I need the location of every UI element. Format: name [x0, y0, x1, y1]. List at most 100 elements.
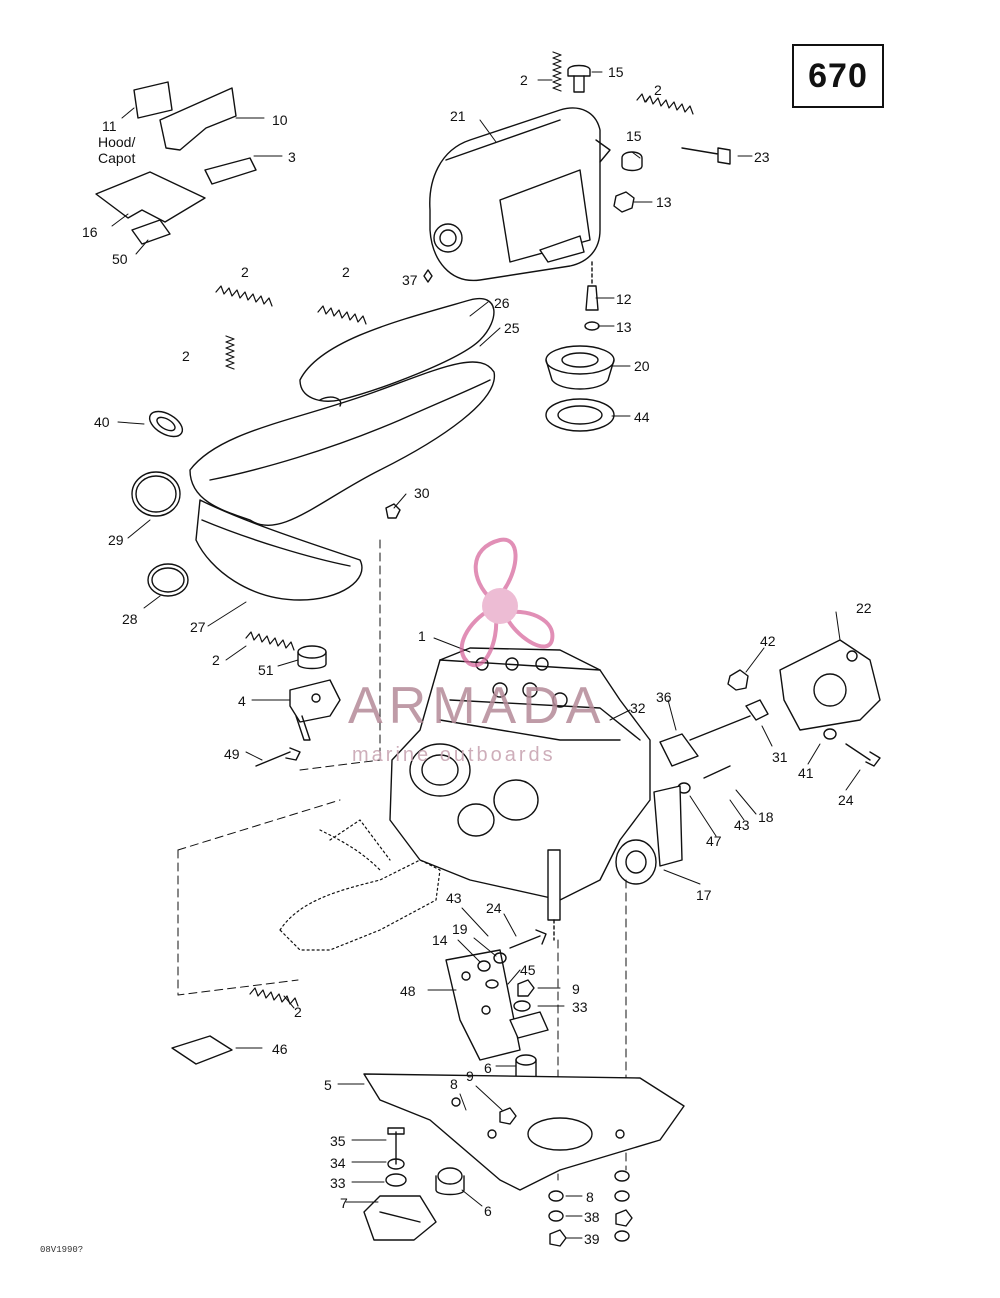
callout-label: 4 — [238, 693, 246, 709]
nut-13 — [613, 191, 635, 213]
callout-label: 28 — [122, 611, 138, 627]
callout-label: 9 — [572, 981, 580, 997]
watermark-propeller-icon — [459, 537, 555, 668]
callout-label: 25 — [504, 320, 520, 336]
callout-label: 51 — [258, 662, 274, 678]
drawing-code: 08V1990? — [40, 1245, 84, 1255]
watermark-brand: ARMADA — [348, 677, 607, 735]
spring-icon — [215, 51, 694, 1007]
bumper-icon — [567, 64, 643, 172]
nut-42 — [727, 669, 749, 691]
nut-39 — [549, 1229, 567, 1247]
callout-label: 37 — [402, 272, 418, 288]
callout-label: 32 — [630, 700, 646, 716]
callout-label: 13 — [616, 319, 632, 335]
foot-7 — [363, 1195, 437, 1241]
hood-label-line1: Hood/ — [98, 134, 136, 150]
nut-30 — [385, 503, 401, 519]
callout-label: 38 — [584, 1209, 600, 1225]
clamp-40 — [148, 410, 184, 438]
screw-37 — [423, 269, 433, 283]
watermark-tagline: marine outboards — [352, 744, 556, 766]
hood-label-line2: Capot — [98, 150, 136, 166]
support-plate-5 — [363, 1073, 685, 1191]
callout-label: 7 — [340, 1195, 348, 1211]
callout-label: 2 — [182, 348, 190, 364]
callout-label: 45 — [520, 962, 536, 978]
callout-label: 34 — [330, 1155, 346, 1171]
washer-33 — [513, 1000, 531, 1012]
callout-label: 15 — [608, 64, 624, 80]
rubber-mount-6b — [435, 1167, 465, 1196]
tuned-pipe — [189, 297, 495, 601]
callout-label: 2 — [294, 1004, 302, 1020]
bolt-24 — [845, 743, 881, 767]
bolt-18 — [703, 765, 731, 779]
callout-label: 20 — [634, 358, 650, 374]
bolt-36 — [659, 699, 769, 767]
callout-label: 15 — [626, 128, 642, 144]
callout-label: 3 — [288, 149, 296, 165]
callout-label: 27 — [190, 619, 206, 635]
callout-label: 30 — [414, 485, 430, 501]
washer-19 — [493, 952, 507, 964]
washer-45 — [485, 979, 499, 989]
grommet-20 — [545, 345, 615, 390]
page-number: 670 — [808, 56, 868, 95]
callout-label: 40 — [94, 414, 110, 430]
callout-label: 9 — [466, 1068, 474, 1084]
plate-17 — [653, 785, 683, 867]
bolt-24b — [509, 929, 547, 949]
callout-label: 2 — [342, 264, 350, 280]
pad-46 — [171, 1035, 233, 1065]
callout-label: 23 — [754, 149, 770, 165]
callout-label: 5 — [324, 1077, 332, 1093]
callout-label: 1 — [418, 628, 426, 644]
bolt-23 — [681, 147, 731, 165]
callout-label: 24 — [486, 900, 502, 916]
washer-34 — [387, 1158, 405, 1170]
callout-label: 33 — [572, 999, 588, 1015]
bolt-49 — [255, 747, 301, 767]
callout-label: 35 — [330, 1133, 346, 1149]
callout-label: 48 — [400, 983, 416, 999]
callout-label: 22 — [856, 600, 872, 616]
mount-bracket-48 — [445, 949, 521, 1061]
callout-label: 16 — [82, 224, 98, 240]
callout-label: 50 — [112, 251, 128, 267]
hood-label: Hood/ Capot — [98, 134, 135, 166]
callout-label: 19 — [452, 921, 468, 937]
callout-label: 10 — [272, 112, 288, 128]
nut-9b — [499, 1107, 517, 1125]
callout-label: 43 — [446, 890, 462, 906]
callout-label: 8 — [450, 1076, 458, 1092]
callout-label: 21 — [450, 108, 466, 124]
washer-14 — [477, 960, 491, 972]
callout-label: 46 — [272, 1041, 288, 1057]
fitting-12 — [584, 261, 600, 331]
spacer-51 — [297, 645, 327, 670]
callout-label: 47 — [706, 833, 722, 849]
clamp-29 — [131, 471, 181, 517]
gasket-44 — [545, 398, 615, 432]
exhaust-manifold — [279, 819, 441, 951]
callout-label: 26 — [494, 295, 510, 311]
callout-label: 17 — [696, 887, 712, 903]
callout-label: 12 — [616, 291, 632, 307]
callout-label: 41 — [798, 765, 814, 781]
hood-pads — [95, 81, 257, 245]
callout-label: 18 — [758, 809, 774, 825]
clamp-28 — [147, 563, 189, 597]
callout-label: 6 — [484, 1203, 492, 1219]
callout-label: 13 — [656, 194, 672, 210]
callout-label: 29 — [108, 532, 124, 548]
callout-label: 2 — [520, 72, 528, 88]
callout-label: 44 — [634, 409, 650, 425]
washer-33b — [385, 1173, 407, 1187]
callout-label: 36 — [656, 689, 672, 705]
callout-label: 2 — [241, 264, 249, 280]
callout-label: 2 — [654, 82, 662, 98]
callout-label: 39 — [584, 1231, 600, 1247]
engine-block — [389, 647, 657, 941]
